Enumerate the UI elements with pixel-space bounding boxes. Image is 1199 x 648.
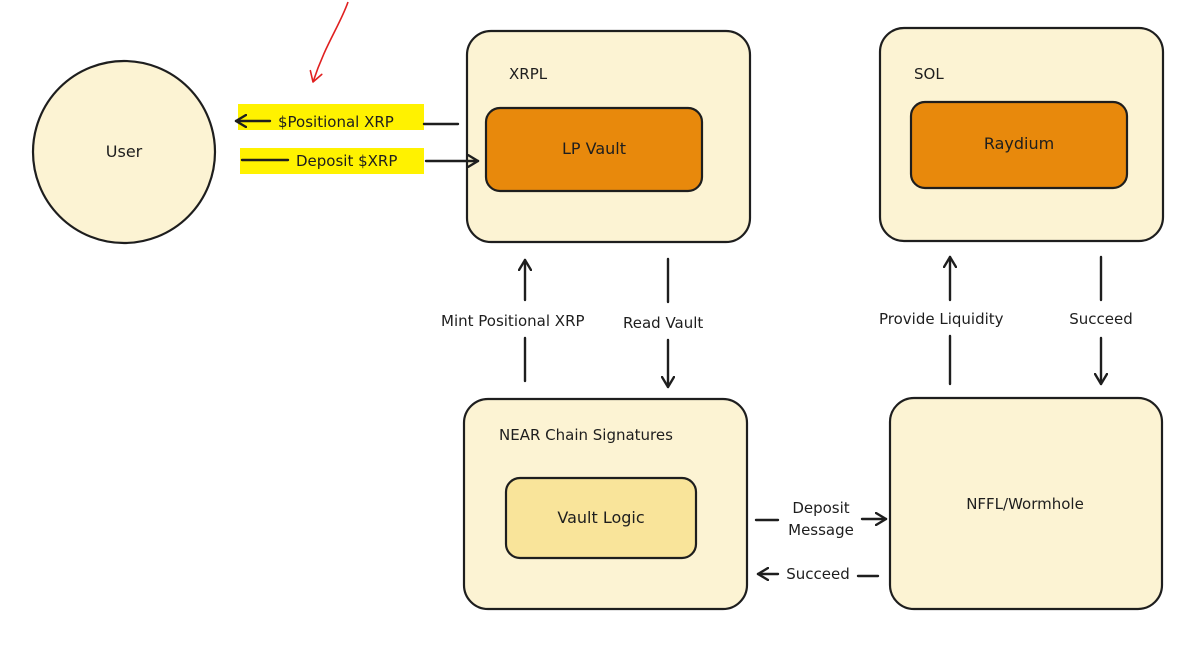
- positional-xrp-highlight: [238, 104, 424, 130]
- deposit-message-label-line2: Message: [788, 521, 854, 539]
- lp-vault-box: [484, 106, 704, 193]
- provide-liquidity-label: Provide Liquidity: [879, 310, 1004, 328]
- user-label: User: [106, 142, 143, 161]
- lp-vault-label: LP Vault: [562, 139, 626, 158]
- deposit-xrp-label: Deposit $XRP: [296, 152, 397, 170]
- user-node: [31, 59, 217, 245]
- near-label: NEAR Chain Signatures: [499, 426, 673, 444]
- sol-label: SOL: [914, 65, 944, 83]
- mint-positional-label: Mint Positional XRP: [441, 312, 585, 330]
- deposit-message-label-line1: Deposit: [792, 499, 849, 517]
- positional-xrp-label: $Positional XRP: [278, 113, 394, 131]
- xrpl-label: XRPL: [509, 65, 548, 83]
- succeed-sol-label: Succeed: [1069, 310, 1133, 328]
- raydium-box: [909, 100, 1129, 190]
- raydium-label: Raydium: [984, 134, 1054, 153]
- read-vault-label: Read Vault: [623, 314, 703, 332]
- succeed-near-label: Succeed: [786, 565, 850, 583]
- nffl-container: [888, 396, 1164, 611]
- nffl-label: NFFL/Wormhole: [966, 495, 1084, 513]
- vault-logic-label: Vault Logic: [557, 508, 644, 527]
- vault-logic-box: [504, 476, 698, 560]
- annotation-red-arrow: [309, 1, 349, 83]
